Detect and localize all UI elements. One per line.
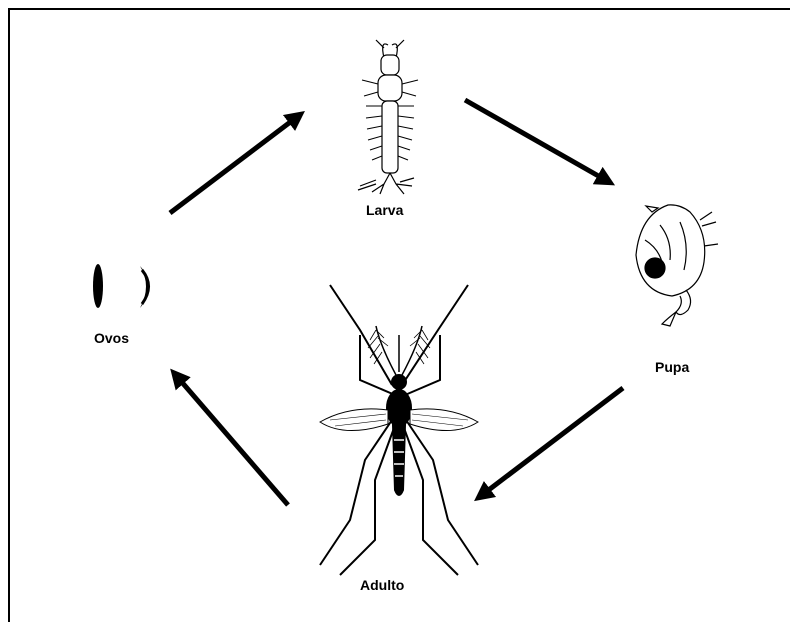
arrow-larva-to-pupa <box>465 100 602 178</box>
stage-label-pupa: Pupa <box>655 359 689 375</box>
stage-label-ovos: Ovos <box>94 330 129 346</box>
pupa-illustration <box>636 205 718 326</box>
arrow-adulto-to-ovos <box>180 380 288 505</box>
stage-label-larva: Larva <box>366 202 403 218</box>
adult-mosquito-illustration <box>320 285 478 575</box>
arrow-pupa-to-adulto <box>486 388 623 492</box>
stage-label-adulto: Adulto <box>360 577 404 593</box>
larva-illustration <box>358 40 418 194</box>
arrow-ovos-to-larva <box>170 120 293 213</box>
eggs-illustration <box>93 264 149 308</box>
